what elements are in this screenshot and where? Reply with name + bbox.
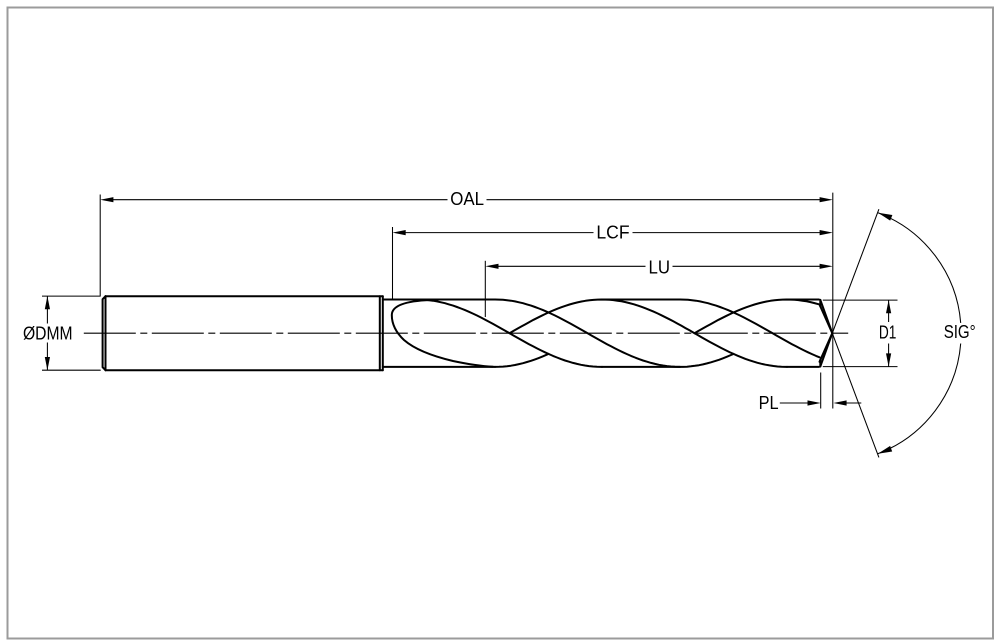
svg-text:D1: D1 — [879, 322, 897, 342]
svg-text:ØDMM: ØDMM — [23, 324, 73, 344]
svg-text:PL: PL — [759, 393, 779, 413]
svg-text:LCF: LCF — [596, 222, 629, 242]
svg-text:OAL: OAL — [450, 189, 484, 209]
svg-text:LU: LU — [649, 258, 671, 278]
svg-text:SIG°: SIG° — [944, 322, 976, 342]
